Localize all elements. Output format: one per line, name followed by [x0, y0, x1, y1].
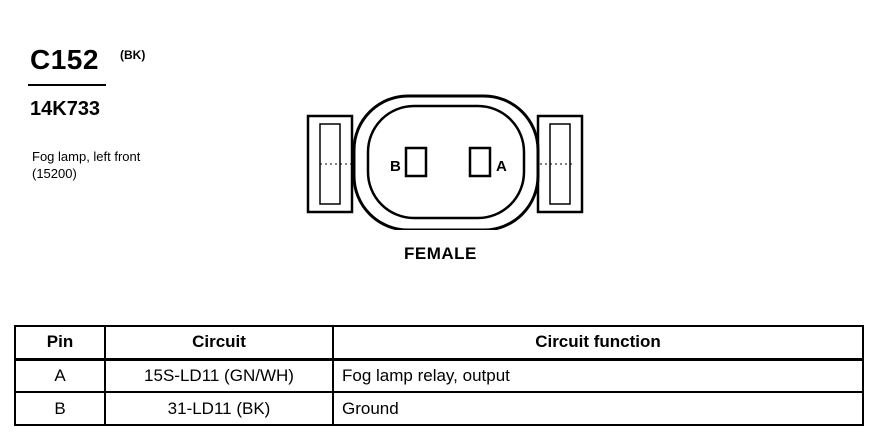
cell-circuit-function: Fog lamp relay, output	[332, 358, 864, 393]
column-header-circuit: Circuit	[104, 325, 334, 361]
connector-inner-housing	[366, 104, 526, 220]
part-number: 14K733	[30, 98, 101, 120]
column-header-circuit-function: Circuit function	[332, 325, 864, 361]
connector-gender-label: FEMALE	[404, 244, 477, 263]
table-header-row: Pin Circuit Circuit function	[14, 325, 864, 361]
description-line-1: Fog lamp, left front	[32, 149, 141, 164]
pin-a-label: A	[496, 158, 507, 175]
pin-b-cavity	[404, 146, 428, 178]
pin-circuit-table: Pin Circuit Circuit function A 15S-LD11 …	[14, 325, 864, 426]
table-row: A 15S-LD11 (GN/WH) Fog lamp relay, outpu…	[14, 358, 864, 393]
cell-pin: B	[14, 391, 106, 426]
connector-description: Fog lamp, left front (15200)	[32, 148, 140, 182]
cell-pin: A	[14, 358, 106, 393]
pin-b-label: B	[390, 158, 401, 175]
cell-circuit: 31-LD11 (BK)	[104, 391, 334, 426]
cell-circuit-function: Ground	[332, 391, 864, 426]
description-line-2: (15200)	[32, 166, 77, 181]
connector-face-svg: B A	[306, 94, 584, 232]
connector-color-code: (BK)	[120, 48, 146, 62]
column-header-pin: Pin	[14, 325, 106, 361]
pin-a-cavity	[468, 146, 492, 178]
table-row: B 31-LD11 (BK) Ground	[14, 391, 864, 426]
connector-id: C152	[30, 44, 99, 75]
title-underline	[28, 84, 106, 86]
cell-circuit: 15S-LD11 (GN/WH)	[104, 358, 334, 393]
connector-face-diagram: B A	[300, 90, 590, 235]
